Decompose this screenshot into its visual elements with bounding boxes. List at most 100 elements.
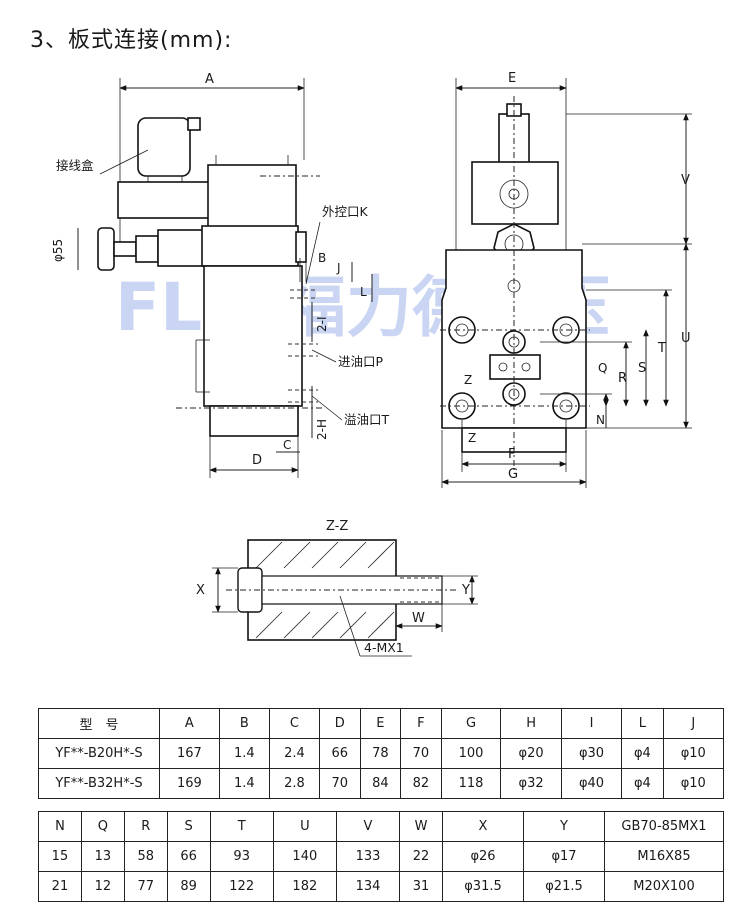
plug-screw	[187, 117, 201, 131]
table-cell: M20X100	[604, 871, 724, 902]
dim-Y-label: Y	[461, 583, 470, 598]
table-row: YF**-B32H*-S 169 1.4 2.8 70 84 82 118 φ3…	[38, 768, 725, 799]
dim-T-label: T	[657, 341, 666, 356]
table-cell: 1.4	[218, 738, 270, 769]
table-cell: G	[440, 708, 502, 739]
connector-plug	[137, 117, 191, 177]
table-cell: D	[319, 708, 361, 739]
dim-S-label: S	[638, 361, 646, 376]
table-cell: E	[359, 708, 402, 739]
table-cell: 15	[38, 841, 82, 872]
valve-cap	[201, 225, 299, 267]
dim-G-label: G	[508, 467, 518, 482]
table-header-row: 型 号 A B C D E F G H I L J	[38, 708, 725, 739]
table-cell: 122	[209, 871, 274, 902]
table-cell: 2.4	[268, 738, 321, 769]
dim-D-label: D	[252, 453, 262, 468]
table-cell: 133	[335, 841, 401, 872]
table-cell: U	[272, 811, 337, 842]
solenoid-coil	[207, 164, 297, 228]
table-cell: 13	[80, 841, 125, 872]
solenoid-housing	[471, 161, 559, 225]
table-cell: C	[268, 708, 321, 739]
table-cell: 22	[399, 841, 443, 872]
table-cell: 118	[440, 768, 502, 799]
table-cell: 167	[159, 738, 220, 769]
table-cell: φ17	[523, 841, 605, 872]
inlet-port-label: 进油口P	[338, 354, 384, 369]
table-cell: I	[560, 708, 623, 739]
table-cell: W	[399, 811, 443, 842]
table-cell: 2.8	[268, 768, 321, 799]
dim-U-label: U	[681, 331, 691, 346]
table-cell: 93	[209, 841, 274, 872]
table-cell: A	[159, 708, 220, 739]
dim-2I-label: 2-I	[315, 316, 329, 332]
table-header-row: N Q R S T U V W X Y GB70-85MX1	[38, 811, 724, 842]
mounting-plate	[209, 405, 299, 437]
table-cell: V	[335, 811, 401, 842]
junction-box-label: 接线盒	[56, 158, 94, 173]
dim-V-label: V	[681, 173, 690, 188]
table-cell: 182	[272, 871, 337, 902]
external-control-port-label: 外控口K	[322, 204, 369, 219]
table-cell: 12	[80, 871, 125, 902]
spec-table-1: 型 号 A B C D E F G H I L J YF**-B20H*-S 1…	[38, 708, 725, 799]
table-cell: φ10	[662, 768, 725, 799]
table-cell: φ4	[621, 768, 664, 799]
table-cell: 89	[166, 871, 211, 902]
adjust-handwheel	[97, 227, 115, 271]
table-cell: φ21.5	[523, 871, 605, 902]
section-mark-Z-top: Z	[464, 373, 472, 387]
table-cell: H	[500, 708, 562, 739]
table-cell: φ20	[500, 738, 562, 769]
technical-drawing: FLD 福力德液压 A 接线盒 φ55	[51, 71, 692, 657]
table-cell: 66	[319, 738, 361, 769]
table-cell: φ32	[500, 768, 562, 799]
table-cell: 21	[38, 871, 82, 902]
table-cell: 140	[272, 841, 337, 872]
table-cell: 58	[123, 841, 168, 872]
bolts-label: 4-MX1	[364, 640, 404, 655]
port-recess	[489, 354, 541, 380]
adjuster-housing	[157, 229, 205, 267]
table-cell: 31	[399, 871, 443, 902]
table-row: YF**-B20H*-S 167 1.4 2.4 66 78 70 100 φ2…	[38, 738, 725, 769]
junction-box	[117, 181, 214, 219]
dim-2H-label: 2-H	[315, 419, 329, 440]
table-cell: F	[400, 708, 442, 739]
dim-J-label: J	[336, 261, 341, 275]
table-cell: GB70-85MX1	[604, 811, 724, 842]
table-cell: L	[621, 708, 664, 739]
table-cell: 82	[400, 768, 442, 799]
table-cell: 1.4	[218, 768, 270, 799]
section-title: Z-Z	[326, 519, 348, 534]
table-cell: Q	[80, 811, 125, 842]
table-cell: φ40	[560, 768, 623, 799]
table-cell: J	[662, 708, 725, 739]
table-cell: 型 号	[38, 708, 160, 739]
table-cell: 84	[359, 768, 402, 799]
dim-N-label: N	[596, 413, 605, 427]
spec-table-2: N Q R S T U V W X Y GB70-85MX1 15 13 58 …	[38, 811, 724, 902]
table-cell: 134	[335, 871, 401, 902]
dim-X-label: X	[196, 583, 205, 598]
section-mark-Z-bottom: Z	[468, 431, 476, 445]
side-view: A 接线盒 φ55	[51, 72, 390, 478]
table-cell: 66	[166, 841, 211, 872]
table-cell: 70	[319, 768, 361, 799]
table-cell: φ10	[662, 738, 725, 769]
overflow-port-label: 溢油口T	[344, 412, 390, 427]
table-cell: M16X85	[604, 841, 724, 872]
nut	[135, 235, 159, 263]
table-cell: T	[209, 811, 274, 842]
front-view: E Z Z	[440, 71, 692, 488]
table-row: 21 12 77 89 122 182 134 31 φ31.5 φ21.5 M…	[38, 871, 724, 902]
table-row: 15 13 58 66 93 140 133 22 φ26 φ17 M16X85	[38, 841, 724, 872]
dim-F-label: F	[508, 447, 515, 462]
table-cell: N	[38, 811, 82, 842]
table-cell: Y	[523, 811, 605, 842]
table-cell: R	[123, 811, 168, 842]
table-cell: φ4	[621, 738, 664, 769]
dim-R-label: R	[618, 371, 627, 386]
